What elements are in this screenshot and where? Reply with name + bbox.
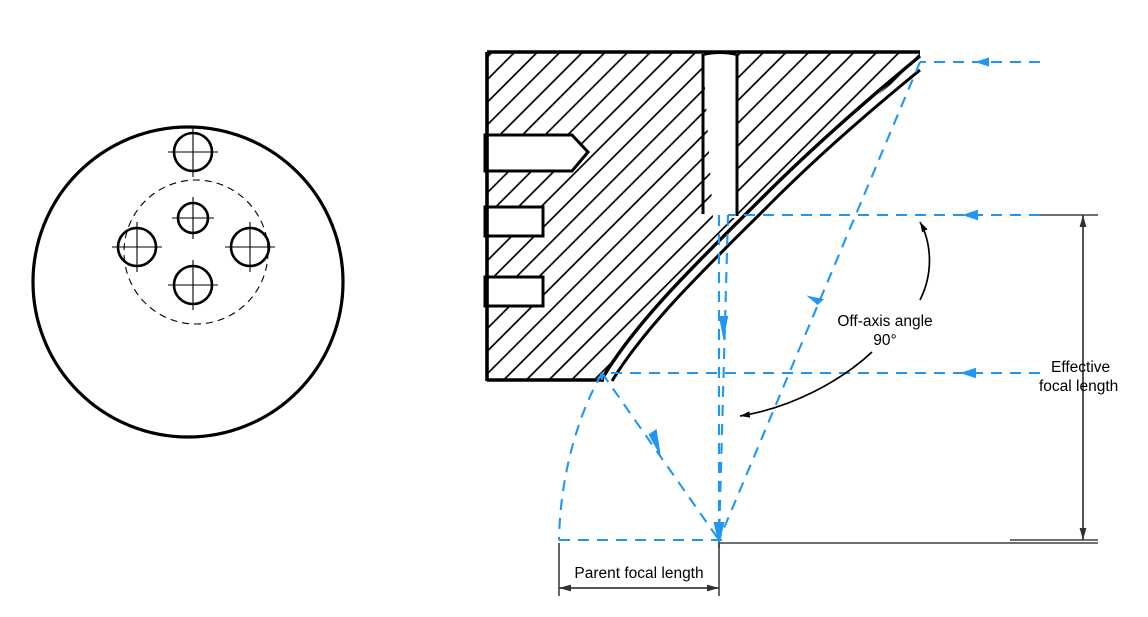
hole-right: [225, 222, 275, 272]
reflected-ray-bottom-arrow: [648, 429, 661, 457]
reflected-ray-bottom: [601, 372, 720, 541]
slot-1: [483, 133, 591, 173]
off-axis-angle-label-line2: 90°: [873, 332, 896, 349]
body-outline: [485, 50, 920, 382]
effective-focal-length-label-line2: focal length: [1039, 378, 1118, 395]
reflected-ray-middle: [717, 214, 730, 541]
off-axis-angle: Off-axis angle 90°: [739, 221, 933, 418]
slot-3: [483, 275, 545, 308]
slot-group: [483, 133, 591, 308]
parent-focal-length: Parent focal length: [558, 542, 1098, 596]
section-view: [483, 50, 922, 382]
off-axis-angle-arc-upper: [919, 221, 931, 301]
effective-focal-length: Effective focal length: [1010, 214, 1118, 541]
incoming-ray-middle-arrow: [962, 209, 978, 221]
focus-point-arrow: [713, 522, 725, 546]
parent-parabola-arc: [557, 372, 603, 541]
reflected-ray-top: [718, 61, 921, 541]
hole-top: [168, 127, 218, 177]
hole-left: [112, 222, 162, 272]
hole-bottom: [168, 260, 218, 310]
incoming-ray-bottom-arrow: [960, 367, 976, 379]
outer-rim-circle: [31, 125, 345, 439]
parent-focal-length-label: Parent focal length: [574, 565, 703, 582]
parabolic-mirror-surface: [600, 54, 922, 382]
reflected-ray-top-arrow: [806, 295, 824, 305]
slot-2: [483, 205, 545, 238]
ray-trace: [557, 57, 1040, 548]
incoming-ray-top-arrow: [975, 57, 989, 67]
off-axis-angle-label-line1: Off-axis angle: [837, 313, 932, 330]
hole-center: [172, 197, 214, 239]
front-view: [31, 125, 345, 439]
off-axis-angle-arc-lower: [739, 351, 873, 418]
reflected-ray-middle-arrow: [718, 316, 729, 340]
bolt-circle-centerline: [123, 179, 269, 325]
relief-groove: [701, 52, 739, 218]
effective-focal-length-label-line1: Effective: [1051, 359, 1110, 376]
hatched-body: [487, 53, 920, 380]
